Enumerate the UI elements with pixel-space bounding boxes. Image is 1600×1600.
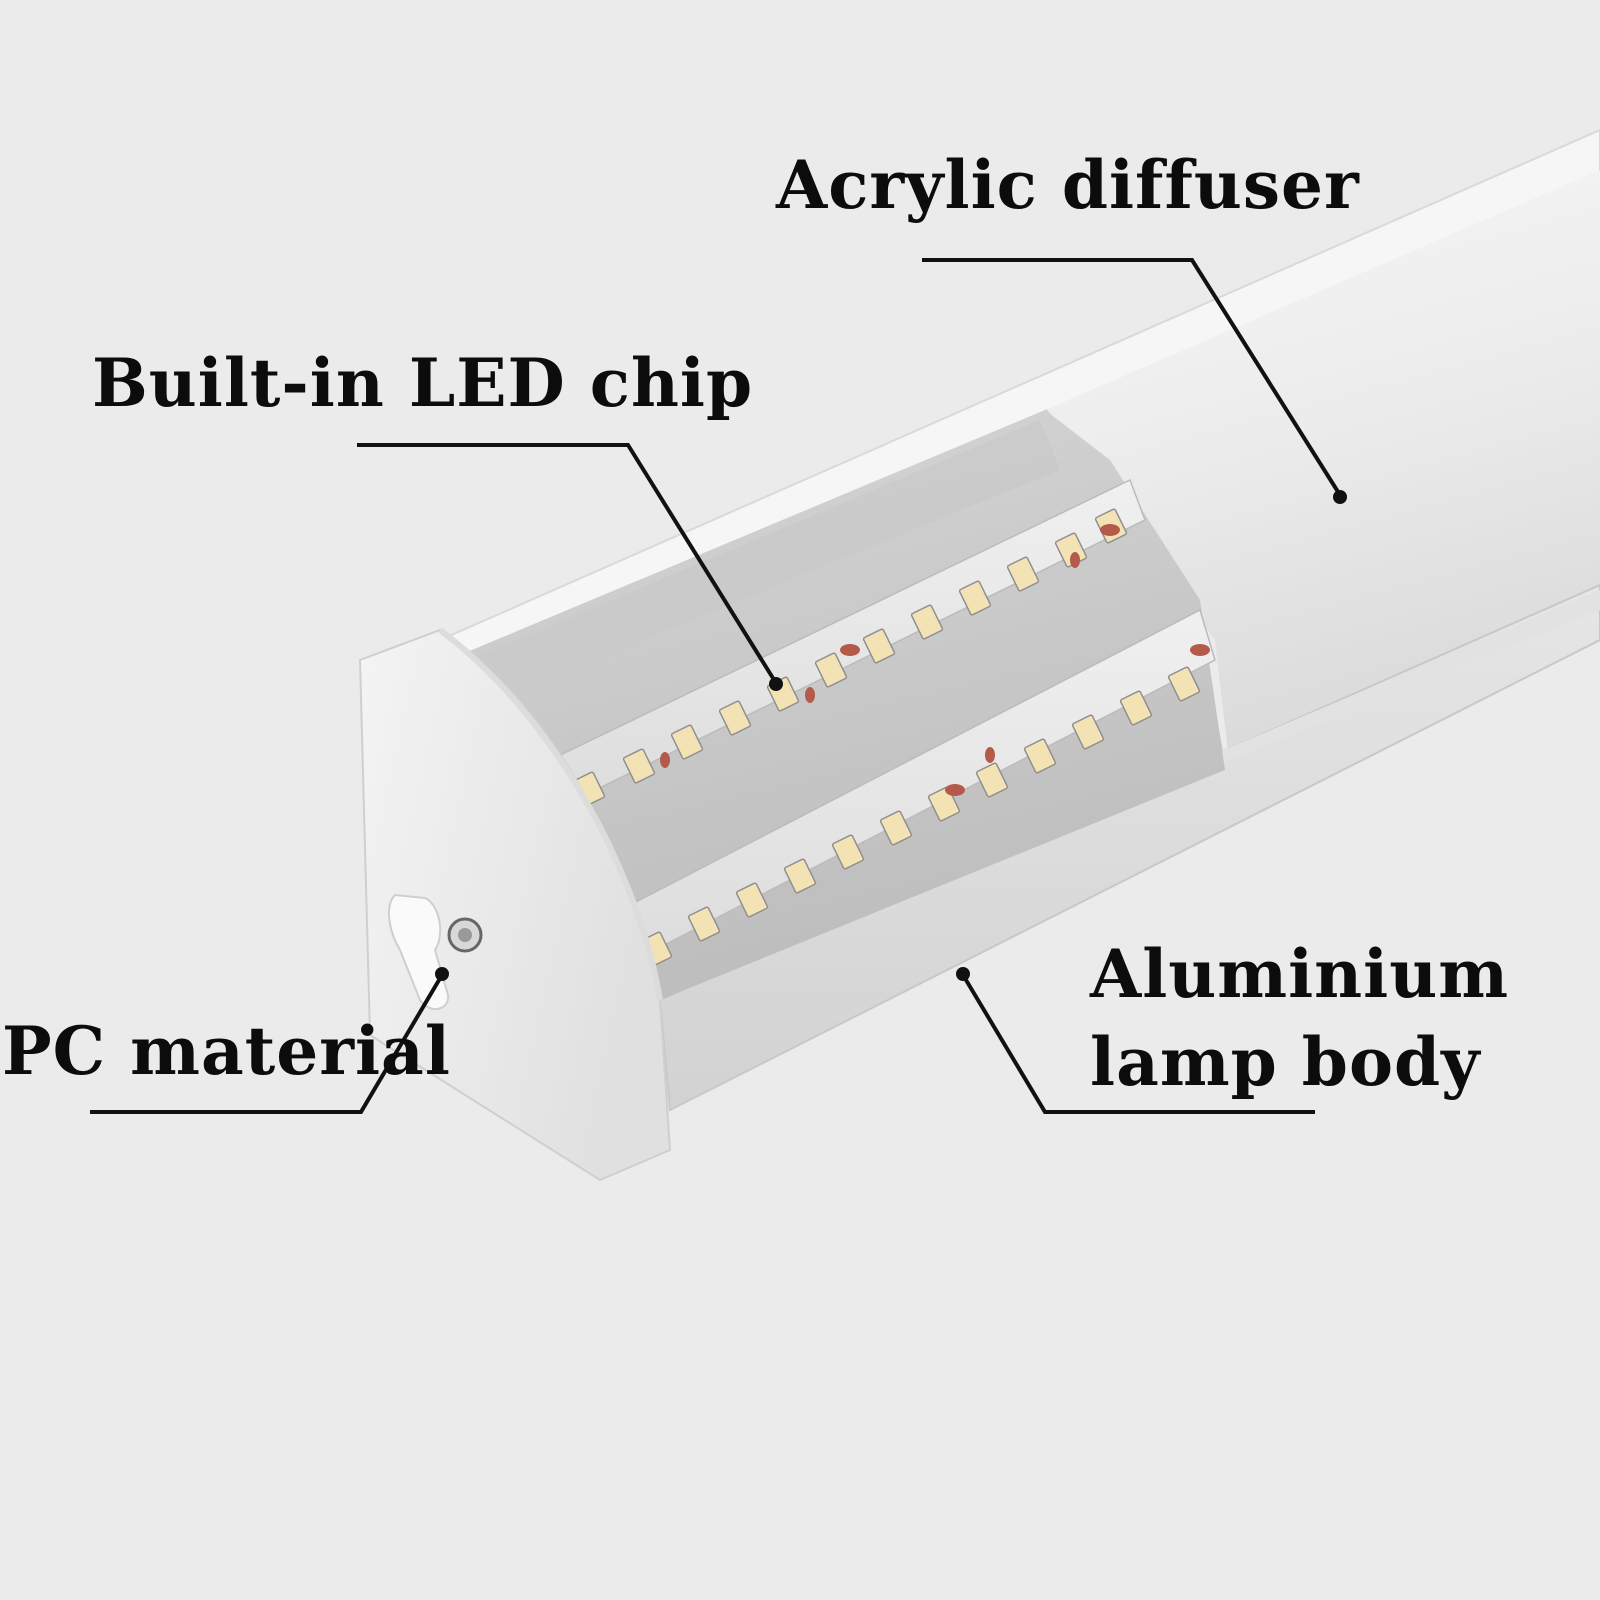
leader-dots: [435, 490, 1347, 981]
aluminium-body: [658, 583, 1600, 1112]
leader-lines: [90, 258, 1342, 1114]
leader-body: [961, 973, 1315, 1114]
label-built-in-led-chip: Built-in LED chip: [92, 344, 754, 422]
keyhole-slot: [388, 893, 450, 1010]
label-acrylic-diffuser: Acrylic diffuser: [776, 146, 1360, 224]
label-aluminium-line1: Aluminium: [1090, 935, 1510, 1013]
label-aluminium-lamp-body: Aluminium lamp body: [1090, 930, 1509, 1106]
leader-pc: [90, 973, 444, 1114]
led-resistors: [660, 524, 1210, 796]
leader-diffuser: [922, 258, 1342, 497]
label-aluminium-line2: lamp body: [1090, 1023, 1481, 1101]
led-chips-lower: [639, 666, 1201, 967]
label-pc-material: PC material: [2, 1012, 451, 1090]
leader-led: [357, 443, 778, 685]
